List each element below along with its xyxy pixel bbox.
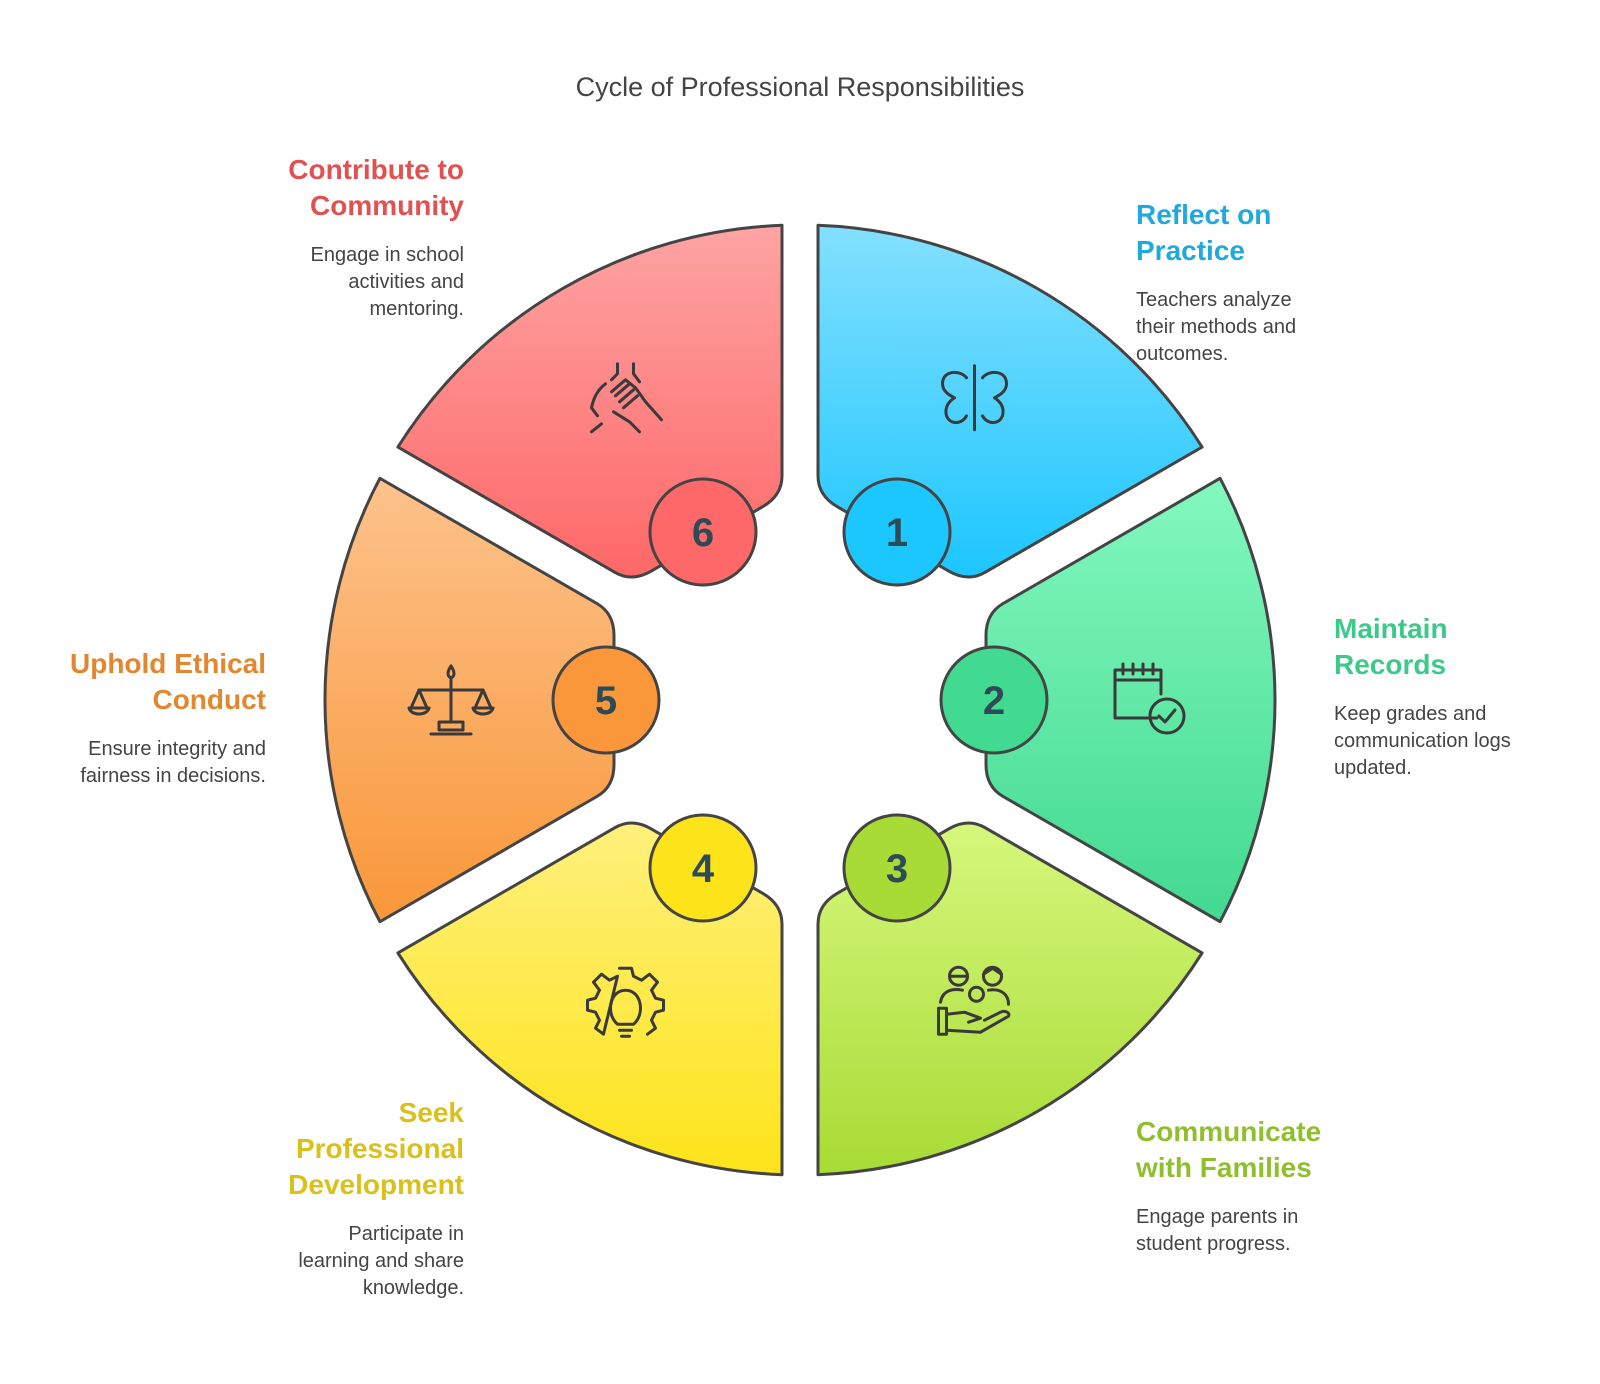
title-line: Practice <box>1136 235 1245 266</box>
step-number: 4 <box>692 847 715 891</box>
butterfly-reflection-icon <box>941 364 1008 432</box>
title-line: Reflect on <box>1136 199 1272 230</box>
step-number-badge <box>842 477 952 587</box>
step-description: Teachers analyze their methods and outco… <box>1136 289 1297 365</box>
step-number-badge <box>648 477 758 587</box>
label-step-1: Reflect on Practice Teachers analyze thei… <box>1136 197 1376 368</box>
step-number: 5 <box>595 679 617 723</box>
step-number: 2 <box>983 679 1005 723</box>
step-title: Communicate with Families <box>1136 1114 1376 1186</box>
segment-5 <box>323 476 616 924</box>
segment-2 <box>984 476 1277 924</box>
gear-lightbulb-icon <box>586 966 665 1038</box>
title-line: Professional <box>295 1133 464 1164</box>
step-number-badge <box>842 813 952 923</box>
title-line: Contribute to <box>288 154 464 185</box>
step-description: Participate in learning and share knowle… <box>298 1223 464 1299</box>
family-hand-icon <box>937 965 1011 1036</box>
step-number: 6 <box>692 511 714 555</box>
step-description: Ensure integrity and fairness in decisio… <box>80 738 266 787</box>
label-step-3: Communicate with Families Engage parents … <box>1136 1114 1376 1258</box>
label-step-6: Contribute to Community Engage in school … <box>224 152 464 323</box>
step-title: Reflect on Practice <box>1136 197 1376 269</box>
title-line: Communicate <box>1136 1116 1322 1147</box>
diagram-title: Cycle of Professional Responsibilities <box>575 72 1025 102</box>
step-number: 3 <box>886 847 908 891</box>
title-line: Community <box>310 190 464 221</box>
title-line: Uphold Ethical <box>70 648 266 679</box>
title-line: Maintain <box>1334 613 1448 644</box>
scales-icon <box>407 664 495 736</box>
step-number-badge <box>939 645 1049 755</box>
step-number: 1 <box>886 511 908 555</box>
helping-hands-icon <box>590 362 663 434</box>
title-line: Seek <box>398 1097 464 1128</box>
step-description: Engage in school activities and mentorin… <box>310 244 464 320</box>
title-line: Records <box>1334 649 1447 680</box>
step-number-badge <box>551 645 661 755</box>
title-line: Conduct <box>152 684 266 715</box>
step-description: Keep grades and communication logs updat… <box>1334 703 1511 779</box>
title-line: with Families <box>1136 1152 1312 1183</box>
calendar-check-icon <box>1113 662 1186 735</box>
title-line: Development <box>288 1169 464 1200</box>
step-title: Contribute to Community <box>224 152 464 224</box>
step-description: Engage parents in student progress. <box>1136 1206 1299 1255</box>
step-number-badge <box>648 813 758 923</box>
